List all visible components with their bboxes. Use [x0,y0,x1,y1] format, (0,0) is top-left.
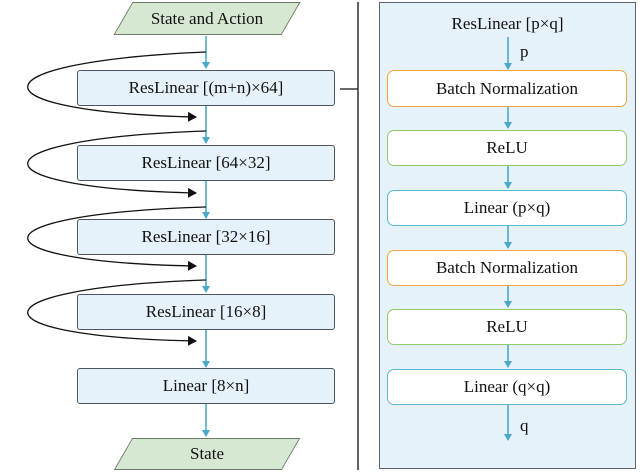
skip-connection-4 [27,279,207,346]
input-node-label: State and Action [150,8,264,28]
skip-connection-1 [27,51,207,122]
layer-box-4: ResLinear [16×8] [77,294,335,330]
layer-box-1: ResLinear [(m+n)×64] [77,70,335,106]
linear-box-2: Linear (q×q) [387,369,627,405]
output-dim-label: q [520,416,529,435]
output-node: State [113,438,301,470]
input-node: State and Action [113,2,301,35]
layer-box-3: ResLinear [32×16] [77,219,335,255]
layer-box-2: ResLinear [64×32] [77,145,335,181]
batch-norm-box-1: Batch Normalization [387,70,627,107]
panel-title: ResLinear [p×q] [451,14,564,33]
skip-connection-2 [27,130,207,198]
linear-box-1: Linear (p×q) [387,190,627,226]
layer-box-5: Linear [8×n] [77,368,335,404]
input-dim-label: p [520,42,529,61]
batch-norm-box-2: Batch Normalization [387,250,627,286]
relu-box-1: ReLU [387,130,627,166]
relu-box-2: ReLU [387,309,627,345]
skip-connection-3 [27,206,207,271]
output-node-label: State [190,444,224,463]
